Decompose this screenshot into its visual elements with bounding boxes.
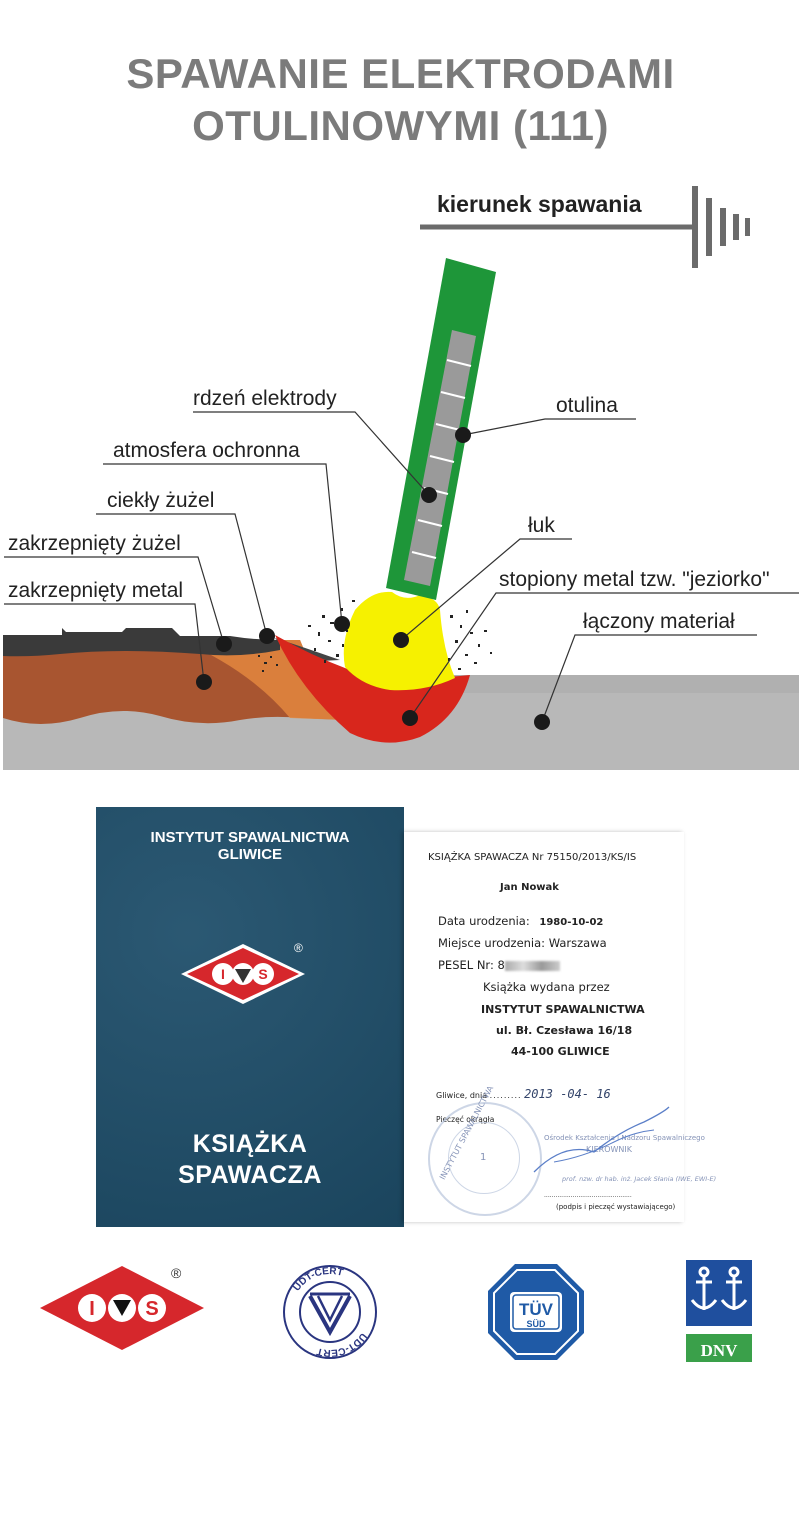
tuv-text: TÜV (519, 1300, 554, 1319)
doc-birth-date-label: Data urodzenia: (438, 914, 530, 928)
ios-logo-letter-i: I (89, 1298, 95, 1320)
ios-logo-letter-s: S (145, 1298, 158, 1320)
label-solid-metal: zakrzepnięty metal (4, 579, 212, 690)
label-shield-text: atmosfera ochronna (113, 439, 300, 462)
welder-book-cover: INSTYTUT SPAWALNICTWA GLIWICE I S ® KSIĄ… (96, 807, 404, 1227)
label-pool-text: stopiony metal tzw. "jeziorko" (499, 568, 770, 591)
label-pool: stopiony metal tzw. "jeziorko" (402, 568, 799, 726)
tuv-sud-logo: TÜV SÜD (488, 1264, 584, 1360)
cover-institute: INSTYTUT SPAWALNICTWA GLIWICE (96, 829, 404, 863)
doc-issuer: INSTYTUT SPAWALNICTWA (481, 1003, 645, 1016)
udt-cert-logo: UDT-CERT UDT-CERT (283, 1265, 377, 1359)
signature (533, 1106, 670, 1173)
solidified-slag (3, 628, 280, 657)
label-core-text: rdzeń elektrody (193, 387, 337, 410)
page-title: SPAWANIE ELEKTRODAMI OTULINOWYMI (111) (0, 48, 801, 152)
doc-birth-place-label: Miejsce urodzenia: (438, 936, 546, 950)
ios-registered-mark: ® (171, 1265, 182, 1281)
label-base: łączony materiał (534, 610, 757, 730)
cover-institute-line-1: INSTYTUT SPAWALNICTWA (150, 829, 350, 846)
sud-text: SÜD (526, 1319, 546, 1329)
doc-date-row: Gliwice, dnia ......... 2013 -04- 16 (436, 1087, 611, 1101)
doc-pesel-visible: 8 (497, 958, 505, 972)
cover-institute-line-2: GLIWICE (217, 846, 283, 863)
label-arc-text: łuk (528, 514, 555, 537)
doc-street: ul. Bł. Czesława 16/18 (496, 1024, 633, 1037)
cover-logo-letter-s: S (258, 966, 267, 982)
doc-birth-place: Warszawa (548, 936, 607, 950)
cover-title-line-1: KSIĄŻKA (192, 1130, 308, 1158)
dnv-text: DNV (701, 1341, 739, 1360)
direction-bar-5 (745, 218, 750, 236)
label-core: rdzeń elektrody (193, 387, 437, 503)
spatter (258, 600, 492, 672)
doc-pesel-row: PESEL Nr: 8 (438, 958, 560, 972)
stamp-number: 1 (480, 1152, 487, 1163)
cover-title-line-2: SPAWACZA (178, 1161, 322, 1189)
label-solid-slag-text: zakrzepnięty żużel (8, 532, 181, 555)
cover-logo-letter-i: I (221, 966, 225, 982)
direction-bar-4 (733, 214, 739, 240)
doc-role: KIEROWNIK (586, 1145, 633, 1154)
doc-birth-date: 1980-10-02 (539, 917, 604, 928)
doc-birth-place-row: Miejsce urodzenia: Warszawa (438, 936, 607, 950)
welding-diagram: kierunek spawania (3, 186, 799, 770)
label-arc: łuk (393, 514, 572, 648)
round-stamp-inner (448, 1122, 520, 1194)
label-shield: atmosfera ochronna (103, 439, 350, 632)
dnv-logo: DNV (686, 1260, 752, 1362)
label-liquid-slag-text: ciekły żużel (107, 489, 214, 512)
cover-title: KSIĄŻKA SPAWACZA (96, 1129, 404, 1191)
direction-bar-1 (692, 186, 698, 268)
doc-date-label: Gliwice, dnia (436, 1091, 488, 1100)
doc-office: Ośrodek Kształcenia i Nadzoru Spawalnicz… (544, 1134, 705, 1142)
cover-ios-logo: I S ® (181, 941, 305, 1004)
doc-name: Jan Nowak (500, 882, 559, 893)
doc-pesel-redacted (504, 960, 560, 971)
doc-city: 44-100 GLIWICE (511, 1045, 610, 1058)
anchor-icon (690, 1266, 748, 1310)
electrode (386, 258, 496, 600)
label-liquid-slag: ciekły żużel (96, 489, 275, 644)
doc-issued-by: Książka wydana przez (483, 980, 610, 994)
label-coating: otulina (455, 394, 636, 443)
cover-registered-mark: ® (294, 941, 303, 955)
direction-bar-2 (706, 198, 712, 256)
doc-date-value: 2013 -04- 16 (524, 1087, 611, 1101)
label-base-text: łączony materiał (583, 610, 735, 633)
doc-header: KSIĄŻKA SPAWACZA Nr 75150/2013/KS/IS (428, 852, 637, 863)
doc-signature-caption: (podpis i pieczęć wystawiającego) (556, 1203, 676, 1211)
weld-pool (275, 635, 470, 743)
label-solid-metal-text: zakrzepnięty metal (8, 579, 183, 602)
ios-logo: I S ® (40, 1265, 204, 1350)
round-stamp (428, 1102, 542, 1216)
direction-indicator: kierunek spawania (420, 186, 750, 268)
doc-signer: prof. nzw. dr hab. inż. Jacek Słania (IW… (562, 1175, 717, 1183)
doc-birth-date-row: Data urodzenia: 1980-10-02 (438, 914, 603, 928)
doc-pesel-label: PESEL Nr: (438, 958, 494, 972)
direction-label: kierunek spawania (437, 191, 642, 217)
direction-bar-3 (720, 208, 726, 246)
title-line-1: SPAWANIE ELEKTRODAMI (126, 50, 675, 97)
label-coating-text: otulina (556, 394, 618, 417)
welder-book-page: KSIĄŻKA SPAWACZA Nr 75150/2013/KS/IS Jan… (404, 832, 716, 1222)
label-solid-slag: zakrzepnięty żużel (4, 532, 232, 652)
doc-signature-line: ........................................… (544, 1192, 632, 1199)
title-line-2: OTULINOWYMI (111) (192, 102, 609, 149)
